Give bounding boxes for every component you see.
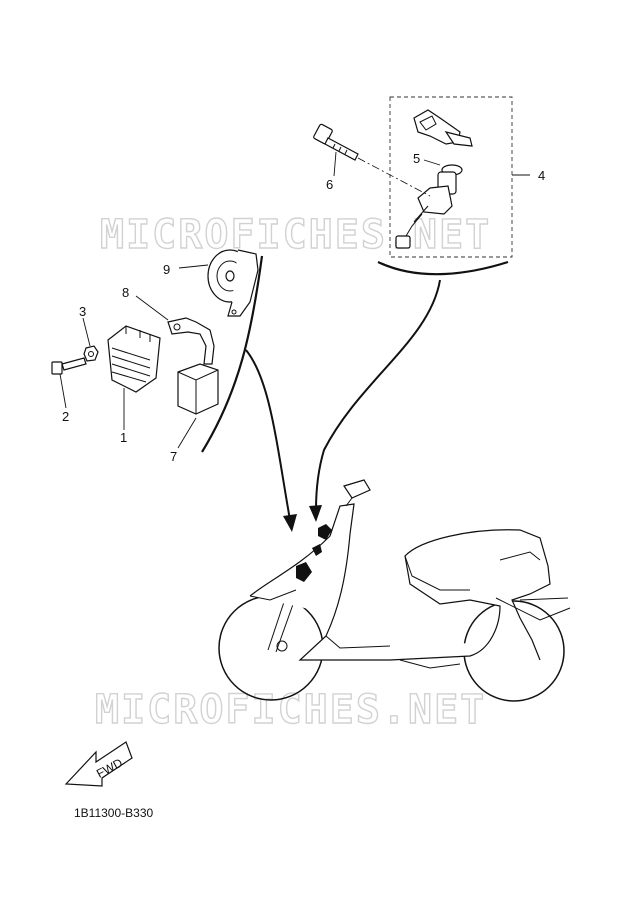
horn — [207, 249, 259, 317]
callout-9: 9 — [163, 262, 170, 277]
electrical-location-mark — [296, 562, 312, 582]
arrow-head-electrical — [283, 514, 297, 532]
bolt-axis — [357, 157, 431, 197]
leader-9 — [178, 264, 209, 269]
nut — [83, 345, 99, 362]
leader-8 — [135, 295, 169, 321]
front-wheel — [218, 595, 324, 701]
arrow-line-electrical — [245, 349, 291, 521]
callout-2: 2 — [62, 409, 69, 424]
key-cover — [413, 109, 473, 147]
relay — [177, 363, 219, 415]
callout-5: 5 — [413, 151, 420, 166]
watermark-top: MICROFICHES.NET — [100, 212, 491, 258]
scooter-illustration — [218, 479, 571, 702]
callout-7: 7 — [170, 449, 177, 464]
callout-3: 3 — [79, 304, 86, 319]
watermark-bottom: MICROFICHES.NET — [95, 687, 486, 733]
main-switch — [395, 164, 463, 249]
bolt-2 — [51, 357, 87, 375]
leader-2 — [59, 373, 67, 409]
assembly-box — [389, 96, 513, 258]
arrow-head-switch — [309, 505, 322, 522]
bolt-6 — [313, 123, 359, 161]
leader-3 — [82, 317, 91, 347]
diagram-code: 1B11300-B330 — [74, 806, 154, 820]
callout-6: 6 — [326, 177, 333, 192]
group-arc-electrical — [201, 255, 264, 453]
rectifier-regulator — [107, 325, 161, 393]
bracket — [167, 317, 215, 365]
callout-4: 4 — [538, 168, 545, 183]
group-arc-switch — [377, 260, 509, 276]
switch-location-mark — [318, 524, 332, 540]
leader-5 — [423, 159, 441, 166]
leader-6 — [333, 151, 337, 177]
arrow-line-switch — [315, 279, 441, 511]
callout-8: 8 — [122, 285, 129, 300]
fwd-direction-arrow: FWD — [64, 741, 133, 787]
leader-7 — [177, 417, 197, 449]
callout-1: 1 — [120, 430, 127, 445]
